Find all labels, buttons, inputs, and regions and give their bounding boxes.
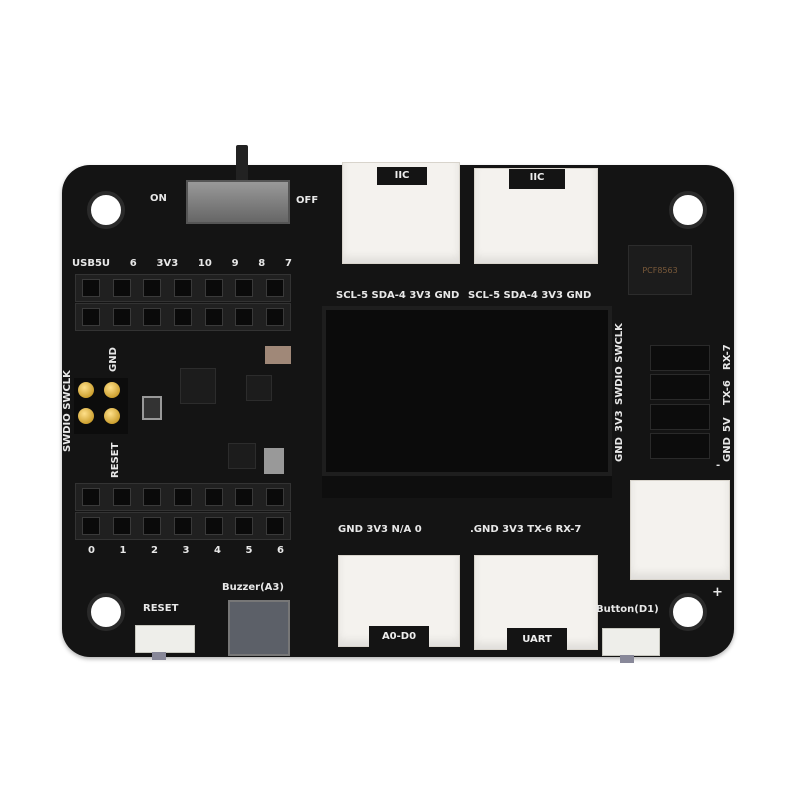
swd-reset-label: RESET (110, 442, 121, 478)
iic-connector-2[interactable]: IIC (474, 168, 598, 264)
mounting-hole (87, 593, 125, 631)
iic-2-pin-labels: SCL-5 SDA-4 3V3 GND (468, 290, 592, 301)
mounting-hole (87, 191, 125, 229)
jumper-right-label: RX-7 (722, 344, 733, 370)
jumper-left-label: GND (614, 437, 625, 462)
header-label: 4 (214, 545, 221, 556)
switch-off-label: OFF (296, 195, 319, 206)
header-label: 3 (182, 545, 190, 556)
mounting-hole (669, 593, 707, 631)
header-label: 0 (88, 545, 95, 556)
jumper-right-label: TX-6 (722, 380, 733, 405)
a0-pin-labels: GND 3V3 N/A 0 (338, 524, 422, 535)
ic-chip (246, 375, 272, 401)
mcu-chip (180, 368, 216, 404)
a0-d0-connector[interactable]: A0-D0 (338, 555, 460, 648)
header-label: 9 (231, 258, 239, 269)
bottom-header-labels: 0 1 2 3 4 5 6 (88, 545, 284, 556)
minus-label: - (716, 460, 721, 471)
header-label: 10 (197, 258, 212, 269)
iic-1-pin-labels: SCL-5 SDA-4 3V3 GND (336, 290, 460, 301)
jumper[interactable] (650, 403, 710, 430)
swd-label: SWDIO SWCLK (62, 370, 73, 452)
header-label: 6 (277, 545, 284, 556)
header-label: 7 (285, 258, 292, 269)
jumper-left-label: 3V3 (614, 410, 625, 432)
button-d1-label: Button(D1) (596, 604, 659, 615)
female-header-top-row1[interactable] (75, 274, 291, 302)
swd-gnd-label: GND (108, 347, 119, 372)
swd-pogo-pins[interactable] (74, 378, 128, 434)
mounting-hole (669, 191, 707, 229)
buzzer (228, 600, 290, 656)
buzzer-label: Buzzer(A3) (222, 582, 284, 593)
rtc-chip: PCF8563 (628, 245, 692, 295)
header-label: USB5U (72, 258, 111, 269)
jumper[interactable] (650, 345, 710, 371)
oled-flex (322, 476, 612, 498)
capacitor (265, 346, 291, 364)
chip-marking: PCF8563 (642, 266, 678, 275)
power-switch[interactable] (186, 180, 290, 224)
jumper[interactable] (650, 432, 710, 459)
female-header-bottom-row1[interactable] (75, 483, 291, 511)
inductor (142, 396, 162, 420)
uart-pin-labels: .GND 3V3 TX-6 RX-7 (470, 524, 582, 535)
header-label: 5 (245, 545, 253, 556)
battery-connector[interactable] (630, 480, 730, 580)
jumper[interactable] (650, 374, 710, 401)
jumper-right-label: GND (722, 437, 733, 462)
female-header-top-row2[interactable] (75, 303, 291, 331)
header-label: 8 (258, 258, 266, 269)
top-header-labels: USB5U 6 3V3 10 9 8 7 (72, 258, 292, 269)
sensor (264, 448, 284, 474)
reset-button[interactable] (135, 625, 195, 653)
uart-connector[interactable]: UART (474, 555, 598, 651)
jumper-right-label: 5V (722, 417, 733, 432)
plus-label: + (712, 585, 723, 600)
header-label: 1 (119, 545, 127, 556)
user-button-actuator[interactable] (620, 655, 634, 663)
header-label: 6 (129, 258, 137, 269)
switch-lever[interactable] (236, 145, 248, 185)
header-label: 2 (151, 545, 158, 556)
user-button[interactable] (602, 628, 660, 656)
header-label: 3V3 (156, 258, 179, 269)
oled-display (322, 306, 612, 476)
connector-title: A0-D0 (369, 626, 429, 648)
reset-label: RESET (143, 603, 179, 614)
jumper-block[interactable] (650, 345, 710, 459)
reset-button-actuator[interactable] (152, 652, 166, 660)
iic-title: IIC (377, 167, 427, 185)
jumper-left-label: SWDIO SWCLK (614, 323, 625, 405)
regulator-chip (228, 443, 256, 469)
switch-on-label: ON (150, 193, 167, 204)
iic-connector-1[interactable]: IIC (342, 162, 460, 264)
female-header-bottom-row2[interactable] (75, 512, 291, 540)
connector-title: UART (507, 628, 567, 651)
iic-title: IIC (509, 169, 565, 189)
